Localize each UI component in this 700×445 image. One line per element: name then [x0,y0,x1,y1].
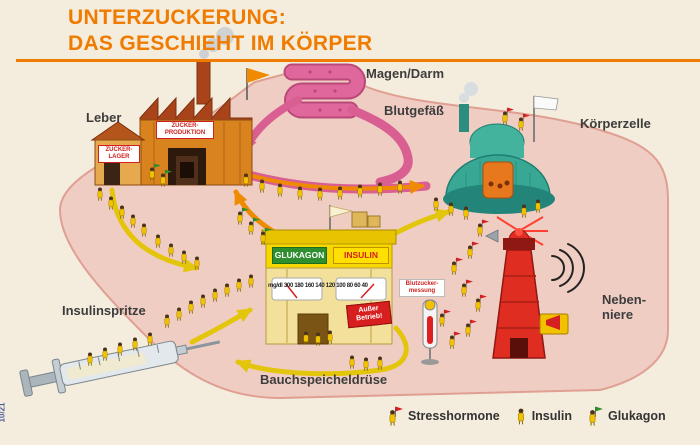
meter-sign-line1: Blutzucker- [405,281,439,287]
glukagon-flag-icon [589,406,603,426]
adrenal-lighthouse [485,216,585,359]
legend-item-stresshormone: Stresshormone [386,404,500,428]
stresshormone-flag-icon [389,406,403,426]
label-bauchspeicheldruese: Bauchspeicheldrüse [260,372,388,387]
legend: Stresshormone Insulin Glukagon [386,404,666,428]
blood-sugar-meter [421,299,439,365]
blood-sugar-scale: mg/dl 300 180 160 140 120 100 80 60 40 [268,283,392,289]
label-nebenniere-line2: niere [602,307,634,322]
out-of-order-sign: Außer Betrieb! [345,300,393,329]
liver-production-sign: ZUCKER-PRODUKTION [156,121,214,139]
insulin-sign: INSULIN [333,247,389,264]
legend-label-glukagon: Glukagon [607,409,666,423]
liver-storage-sign: ZUCKER-LAGER [98,145,140,163]
legend-item-glukagon: Glukagon [586,404,666,428]
insulin-syringe [19,340,221,397]
label-blutgefaess: Blutgefäß [384,103,444,118]
label-leber: Leber [86,110,122,125]
legend-label-insulin: Insulin [531,409,572,423]
insulin-figure-icon [517,408,524,425]
page-title: UNTERZUCKERUNG: DAS GESCHIEHT IM KÖRPER [68,5,372,57]
label-nebenniere: Neben- niere [602,292,646,322]
scale-unit: mg/dl [268,283,283,289]
label-magen-darm: Magen/Darm [366,66,445,81]
label-koerperzelle: Körperzelle [580,116,651,131]
body-cell-building [443,82,559,214]
insulin-arrows [109,187,451,377]
title-line2: DAS GESCHIEHT IM KÖRPER [68,32,373,55]
meter-sign: Blutzucker- messung [399,279,445,297]
label-nebenniere-line1: Neben- [602,292,647,307]
legend-label-stresshormone: Stresshormone [408,409,500,423]
title-line1: UNTERZUCKERUNG: [68,6,286,29]
stomach-intestine-coil [283,63,366,119]
title-divider [16,59,700,62]
legend-item-insulin: Insulin [514,404,572,428]
meter-sign-line2: messung [408,287,436,294]
glukagon-sign: GLUKAGON [272,247,327,264]
edition-number: 10/21 [0,402,7,423]
label-insulinspritze: Insulinspritze [62,303,146,318]
scale-values: 300 180 160 140 120 100 80 60 40 [283,283,368,289]
